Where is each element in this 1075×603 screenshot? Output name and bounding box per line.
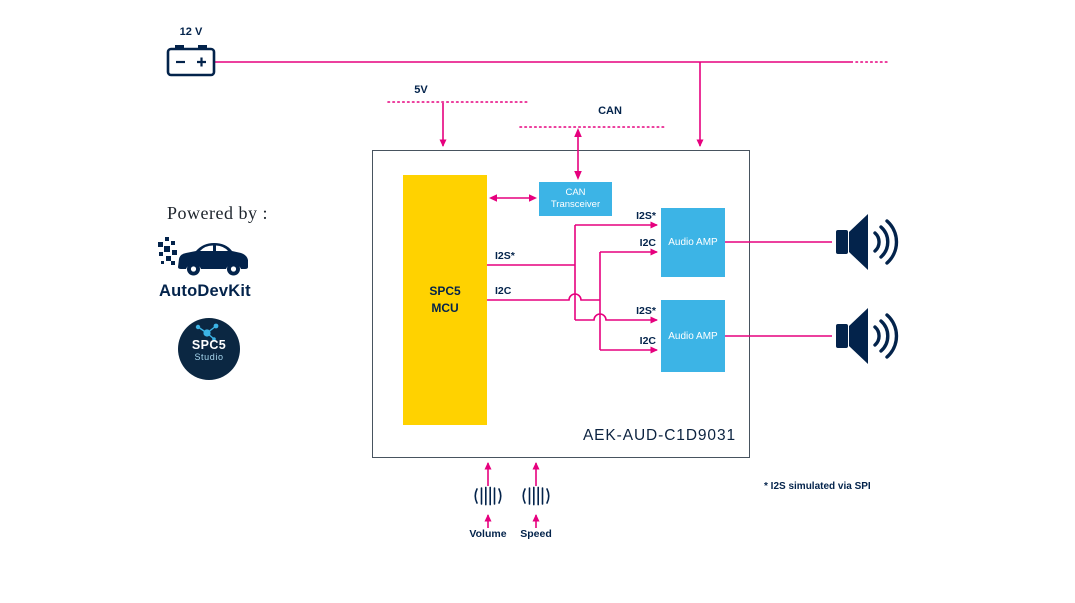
i2s-footnote: * I2S simulated via SPI xyxy=(764,481,871,492)
volume-input-label: Volume xyxy=(469,528,507,540)
mcu-block: SPC5 MCU xyxy=(403,175,487,425)
amp1-i2c-label: I2C xyxy=(639,237,656,249)
audio-amp-2-block: Audio AMP xyxy=(661,300,725,372)
audio-amp-2-label: Audio AMP xyxy=(668,330,718,342)
battery-voltage-label: 12 V xyxy=(179,26,203,38)
amp1-i2s-label: I2S* xyxy=(636,210,656,222)
speaker-bottom-icon xyxy=(836,308,899,364)
battery-icon xyxy=(166,45,216,77)
mcu-label-line2: MCU xyxy=(431,301,459,315)
rail-5v-label: 5V xyxy=(414,84,428,96)
board-name-label: AEK-AUD-C1D9031 xyxy=(582,427,736,444)
audio-amp-1-block: Audio AMP xyxy=(661,208,725,277)
mcu-i2s-label: I2S* xyxy=(495,250,515,262)
can-bus-label: CAN xyxy=(598,105,622,117)
autodevkit-logo-icon xyxy=(158,237,248,276)
autodevkit-label: AutoDevKit xyxy=(159,282,251,300)
mcu-i2c-label: I2C xyxy=(495,285,512,297)
spc5studio-line1: SPC5 xyxy=(191,338,227,352)
amp2-i2c-label: I2C xyxy=(639,335,656,347)
speaker-top-icon xyxy=(836,214,899,270)
can-transceiver-block: CAN Transceiver xyxy=(539,182,612,216)
mcu-label-line1: SPC5 xyxy=(429,284,461,299)
spc5studio-logo-text: SPC5 Studio xyxy=(178,338,240,363)
can-transceiver-line1: CAN xyxy=(565,186,586,198)
speed-knob-icon xyxy=(522,486,550,506)
volume-knob-icon xyxy=(474,486,502,506)
amp2-i2s-label: I2S* xyxy=(636,305,656,317)
spc5studio-line2: Studio xyxy=(194,352,224,363)
can-transceiver-line2: Transceiver xyxy=(550,199,601,210)
audio-amp-1-label: Audio AMP xyxy=(668,237,718,248)
powered-by-label: Powered by : xyxy=(167,203,268,223)
speed-input-label: Speed xyxy=(520,528,552,540)
